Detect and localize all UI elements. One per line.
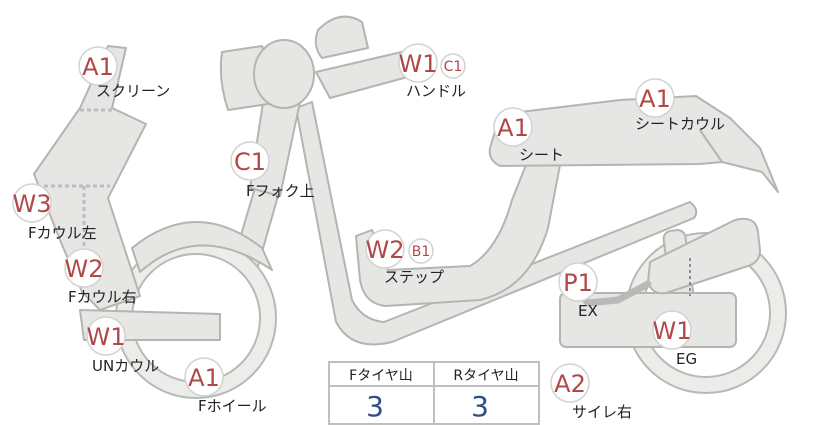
tread-value-rear: 3 (471, 390, 489, 423)
part-label: シートカウル (635, 115, 725, 133)
headlight-lens (253, 39, 315, 109)
marker-ring (550, 363, 590, 403)
part-label: Fホイール (198, 397, 267, 415)
part-label: ハンドル (406, 82, 466, 100)
silencer (647, 217, 761, 295)
marker-code: A1 (497, 114, 529, 142)
marker-sub-ring (440, 53, 466, 79)
step-panel (355, 159, 561, 307)
marker-ring (635, 78, 675, 118)
part-label: EX (578, 302, 598, 320)
tread-table: Fタイヤ山 Rタイヤ山 3 3 (328, 361, 540, 425)
marker-ring (12, 183, 52, 223)
part-label: Fカウル左 (28, 224, 97, 242)
part-label: UNカウル (92, 357, 159, 375)
marker-seat[interactable]: A1 シート (493, 107, 564, 164)
marker-ring (230, 141, 270, 181)
tread-value-front: 3 (366, 390, 384, 423)
cowl-left-dash (44, 184, 110, 250)
part-label: ステップ (384, 268, 444, 286)
part-label: シート (519, 146, 564, 164)
marker-code: W2 (366, 236, 405, 264)
part-label: スクリーン (96, 82, 170, 100)
marker-sub-code: B1 (412, 244, 431, 260)
marker-ring (78, 46, 118, 86)
marker-handle[interactable]: W1 C1 ハンドル (398, 43, 467, 100)
tread-header-front: Fタイヤ山 (349, 368, 413, 384)
marker-ring (652, 310, 692, 350)
part-label: Fカウル右 (68, 288, 137, 306)
marker-ring (398, 43, 438, 83)
marker-code: W1 (399, 50, 438, 78)
marker-code: W1 (653, 317, 692, 345)
marker-code: A1 (82, 53, 114, 81)
marker-sub-code: C1 (444, 59, 463, 75)
seat-line (699, 129, 723, 163)
marker-ring (365, 229, 405, 269)
engine-block (559, 292, 737, 348)
marker-code: A1 (188, 364, 220, 392)
marker-code: W1 (87, 323, 126, 351)
marker-ring (558, 262, 598, 302)
part-label: サイレ右 (572, 403, 632, 421)
marker-step[interactable]: W2 B1 ステップ (365, 229, 445, 286)
marker-ring (86, 316, 126, 356)
marker-silencer-right[interactable]: A2 サイレ右 (550, 363, 632, 421)
marker-code: C1 (234, 148, 266, 176)
marker-sub-ring (408, 238, 434, 264)
marker-ring (64, 248, 104, 288)
marker-code: P1 (563, 269, 593, 297)
part-label: Fフォク上 (246, 182, 315, 200)
marker-code: W2 (65, 255, 104, 283)
marker-code: A1 (639, 85, 671, 113)
tread-header-rear: Rタイヤ山 (453, 368, 518, 384)
marker-ring (184, 357, 224, 397)
marker-code: A2 (554, 370, 586, 398)
marker-seat-cowl[interactable]: A1 シートカウル (635, 78, 725, 133)
frame-main (295, 101, 698, 346)
part-label: EG (676, 350, 697, 368)
marker-ring (493, 107, 533, 147)
marker-code: W3 (13, 190, 52, 218)
front-fender (131, 221, 273, 273)
mirror (314, 15, 369, 59)
